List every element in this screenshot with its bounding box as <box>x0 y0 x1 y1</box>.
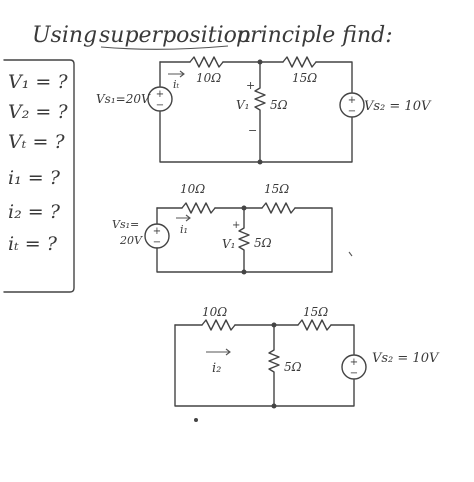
heading: Using superposition principle find: <box>32 23 393 50</box>
source-2-minus: − <box>348 106 356 117</box>
c2-label-plus: + <box>232 220 240 231</box>
c2-node-bottom <box>241 269 247 275</box>
unknown-i2: i₂ = ? <box>8 201 61 223</box>
c2-label-node-voltage: V₁ <box>222 237 235 251</box>
c3-label-current: i₂ <box>212 361 221 376</box>
voltage-source-1-icon <box>147 86 173 112</box>
resistor-5-icon <box>254 61 266 163</box>
heading-underline <box>100 45 229 50</box>
c3-label-r-mid: 5Ω <box>284 360 302 374</box>
resistor-15-icon <box>282 56 317 68</box>
resistor-10-icon <box>189 56 224 68</box>
node-top <box>257 59 263 65</box>
c3-source-plus: + <box>350 357 358 368</box>
c3-label-r-right: 15Ω <box>303 305 328 319</box>
unknowns-box: V₁ = ? V₂ = ? Vₜ = ? i₁ = ? i₂ = ? iₜ = … <box>3 59 75 293</box>
source-1-plus: + <box>156 89 164 100</box>
heading-suffix: principle find: <box>236 23 393 48</box>
label-current-t: iₜ <box>173 78 180 91</box>
label-r-left: 10Ω <box>196 71 221 85</box>
c2-node-top <box>241 205 247 211</box>
circuit-full: + − + − 10Ω 15Ω 5Ω Vs₁=20V Vs₂ = 10V iₜ … <box>96 56 432 165</box>
circuit-source-2: + − 10Ω 15Ω 5Ω Vs₂ = 10V i₂ <box>174 305 440 409</box>
c2-label-source-name: Vs₁= <box>112 218 139 231</box>
heading-underlined-word: superposition <box>99 23 251 48</box>
unknown-v2: V₂ = ? <box>8 101 68 123</box>
c3-wire-top-right <box>330 324 355 355</box>
c3-resistor-10-icon <box>201 319 236 331</box>
c3-node-bottom <box>271 403 277 409</box>
label-r-right: 15Ω <box>292 71 317 85</box>
node-bottom <box>257 159 263 165</box>
c2-label-current: i₁ <box>180 223 188 236</box>
c2-source-minus: − <box>153 237 161 248</box>
unknown-i1: i₁ = ? <box>8 167 61 189</box>
c2-label-r-right: 15Ω <box>264 182 289 196</box>
c2-resistor-10-icon <box>181 202 216 214</box>
circuit-source-1: + − 10Ω 15Ω 5Ω Vs₁= 20V i₁ V₁ + <box>112 182 353 275</box>
label-node-voltage: V₁ <box>236 98 249 112</box>
c2-resistor-15-icon <box>261 202 296 214</box>
c2-label-source-value: 20V <box>119 234 143 247</box>
c3-resistor-15-icon <box>297 319 332 331</box>
c2-stray-mark <box>348 251 353 257</box>
label-minus: − <box>248 124 257 137</box>
c3-wire-loop <box>174 324 355 407</box>
current-arrow-icon <box>168 70 185 78</box>
unknown-it: iₜ = ? <box>8 233 58 255</box>
unknowns-bracket <box>3 59 75 293</box>
unknown-vt: Vₜ = ? <box>8 131 65 153</box>
c2-label-r-mid: 5Ω <box>254 236 272 250</box>
c2-current-arrow-icon <box>176 214 191 222</box>
c2-voltage-source-icon <box>144 223 170 249</box>
c2-resistor-5-icon <box>238 207 250 273</box>
source-1-minus: − <box>156 100 164 111</box>
c3-voltage-source-icon <box>341 354 367 380</box>
wire-bottom <box>159 111 353 163</box>
c2-source-plus: + <box>153 226 161 237</box>
wire-top-right <box>315 61 353 93</box>
heading-prefix: Using <box>32 23 97 48</box>
voltage-source-2-icon <box>339 92 365 118</box>
c2-label-r-left: 10Ω <box>180 182 205 196</box>
label-source-left: Vs₁=20V <box>96 92 151 106</box>
label-plus: + <box>246 79 255 92</box>
c3-current-arrow-icon <box>206 348 231 356</box>
unknown-v1: V₁ = ? <box>8 71 68 93</box>
label-source-right: Vs₂ = 10V <box>364 99 432 114</box>
stray-dot <box>194 418 198 422</box>
c3-label-r-left: 10Ω <box>202 305 227 319</box>
label-r-mid: 5Ω <box>270 98 288 112</box>
c3-node-top <box>271 322 277 328</box>
c2-wire-loop <box>156 207 333 273</box>
c3-resistor-5-icon <box>268 324 280 407</box>
c3-source-minus: − <box>350 368 358 379</box>
c3-label-source: Vs₂ = 10V <box>372 351 440 366</box>
source-2-plus: + <box>348 95 356 106</box>
